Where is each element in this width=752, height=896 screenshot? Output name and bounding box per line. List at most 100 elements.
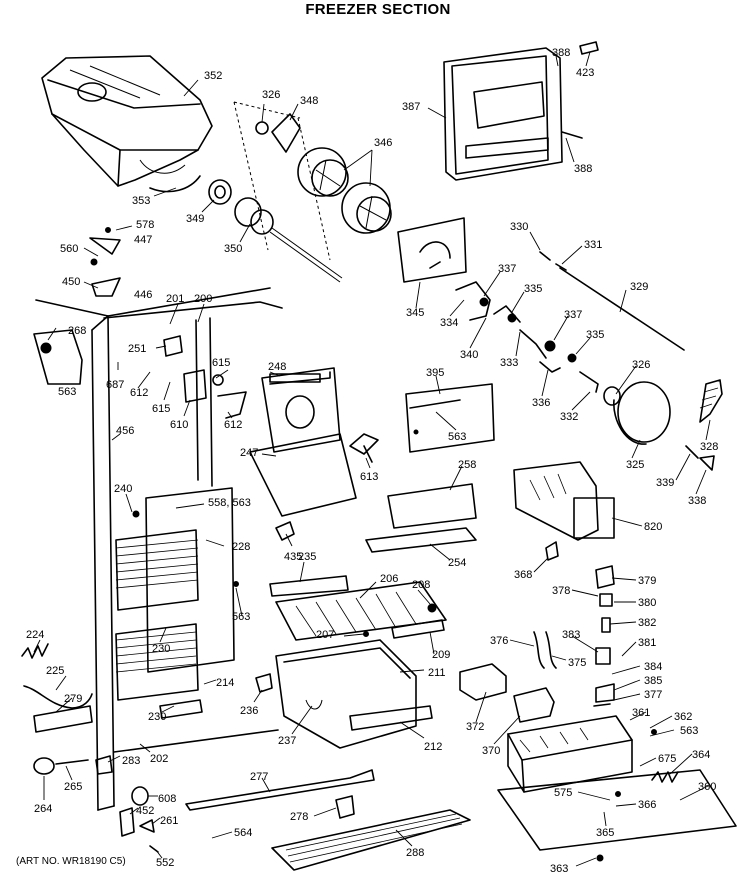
control-box-drawing xyxy=(497,715,737,851)
shield-372-drawing xyxy=(459,663,507,701)
label-380: 380 xyxy=(638,597,656,609)
lever-447-drawing xyxy=(89,237,121,255)
label-563-a: 563 xyxy=(58,386,76,398)
label-333: 333 xyxy=(500,357,518,369)
label-337-a: 337 xyxy=(498,263,516,275)
spring-364-drawing xyxy=(651,771,679,783)
label-212: 212 xyxy=(424,741,442,753)
switch-knob-drawing xyxy=(40,342,52,354)
freezer-shelf-drawing xyxy=(269,575,447,641)
label-325: 325 xyxy=(626,459,644,471)
label-578: 578 xyxy=(136,219,154,231)
label-202: 202 xyxy=(150,753,168,765)
label-687: 687 xyxy=(106,379,124,391)
label-235: 235 xyxy=(298,551,316,563)
label-435: 435 xyxy=(284,551,302,563)
panel-395-drawing xyxy=(405,383,495,453)
label-452: 452 xyxy=(136,805,154,817)
rod-329-drawing xyxy=(559,267,685,351)
wheel-283-drawing xyxy=(95,755,113,775)
housing-610-drawing xyxy=(183,369,207,403)
cable-376-drawing xyxy=(533,631,557,669)
channel-202-drawing xyxy=(113,729,279,753)
label-330: 330 xyxy=(510,221,528,233)
label-338: 338 xyxy=(688,495,706,507)
bracket-251-drawing xyxy=(163,335,183,357)
pin-339-drawing xyxy=(685,445,699,459)
label-332: 332 xyxy=(560,411,578,423)
label-345: 345 xyxy=(406,307,424,319)
bracket-452-drawing xyxy=(119,807,135,837)
wheel-608-drawing xyxy=(131,786,149,806)
label-336: 336 xyxy=(532,397,550,409)
fan-613-drawing xyxy=(349,433,379,463)
motor-370-drawing xyxy=(513,687,555,723)
label-612-b: 612 xyxy=(224,419,242,431)
bracket-368-drawing xyxy=(545,541,559,561)
label-248: 248 xyxy=(268,361,286,373)
label-340: 340 xyxy=(460,349,478,361)
label-201: 201 xyxy=(166,293,184,305)
axle-265-drawing xyxy=(55,759,89,765)
label-450: 450 xyxy=(62,276,80,288)
part-drawings xyxy=(21,41,737,871)
spacer-drawing xyxy=(271,113,301,153)
bearing-drawing xyxy=(255,121,269,135)
label-382: 382 xyxy=(638,617,656,629)
label-326: 326 xyxy=(262,89,280,101)
label-379: 379 xyxy=(638,575,656,587)
bracket-345-drawing xyxy=(397,217,467,283)
label-207: 207 xyxy=(316,629,334,641)
label-328: 328 xyxy=(700,441,718,453)
label-331: 331 xyxy=(584,239,602,251)
heater-225-drawing xyxy=(23,685,93,709)
label-268: 268 xyxy=(68,325,86,337)
part-278-drawing xyxy=(335,795,355,819)
label-375: 375 xyxy=(568,657,586,669)
label-615-a: 615 xyxy=(212,357,230,369)
label-230-b: 230 xyxy=(148,711,166,723)
channel-279-drawing xyxy=(33,705,93,733)
evaporator-drawing xyxy=(115,487,235,701)
label-370: 370 xyxy=(482,745,500,757)
label-208: 208 xyxy=(412,579,430,591)
spring-224-drawing xyxy=(21,643,49,659)
label-329: 329 xyxy=(630,281,648,293)
label-224: 224 xyxy=(26,629,44,641)
label-447: 447 xyxy=(134,234,152,246)
label-372: 372 xyxy=(466,721,484,733)
label-353: 353 xyxy=(132,195,150,207)
clip-338-drawing xyxy=(699,455,715,471)
label-352: 352 xyxy=(204,70,222,82)
label-326-b: 326 xyxy=(632,359,650,371)
label-211: 211 xyxy=(428,667,446,679)
bucket-wire-drawing xyxy=(149,175,201,193)
label-230-a: 230 xyxy=(152,643,170,655)
label-363: 363 xyxy=(550,863,568,875)
crusher-blades-drawing xyxy=(297,147,392,234)
label-366: 366 xyxy=(638,799,656,811)
fitting-435-drawing xyxy=(275,521,295,541)
label-384: 384 xyxy=(644,661,662,673)
label-368: 368 xyxy=(514,569,532,581)
label-228: 228 xyxy=(232,541,250,553)
water-valve-parts-drawing xyxy=(593,565,615,707)
label-339: 339 xyxy=(656,477,674,489)
plug-drawing xyxy=(579,41,599,55)
label-247: 247 xyxy=(240,447,258,459)
label-615-b: 615 xyxy=(152,403,170,415)
label-388-a: 388 xyxy=(552,47,570,59)
label-563-d: 563 xyxy=(680,725,698,737)
label-820: 820 xyxy=(644,521,662,533)
leader-lines xyxy=(33,51,711,867)
label-277: 277 xyxy=(250,771,268,783)
label-337-b: 337 xyxy=(564,309,582,321)
label-395: 395 xyxy=(426,367,444,379)
label-265: 265 xyxy=(64,781,82,793)
label-364: 364 xyxy=(692,749,710,761)
label-610: 610 xyxy=(170,419,188,431)
ice-maker-drawing xyxy=(513,461,615,541)
label-361: 361 xyxy=(632,707,650,719)
label-240: 240 xyxy=(114,483,132,495)
